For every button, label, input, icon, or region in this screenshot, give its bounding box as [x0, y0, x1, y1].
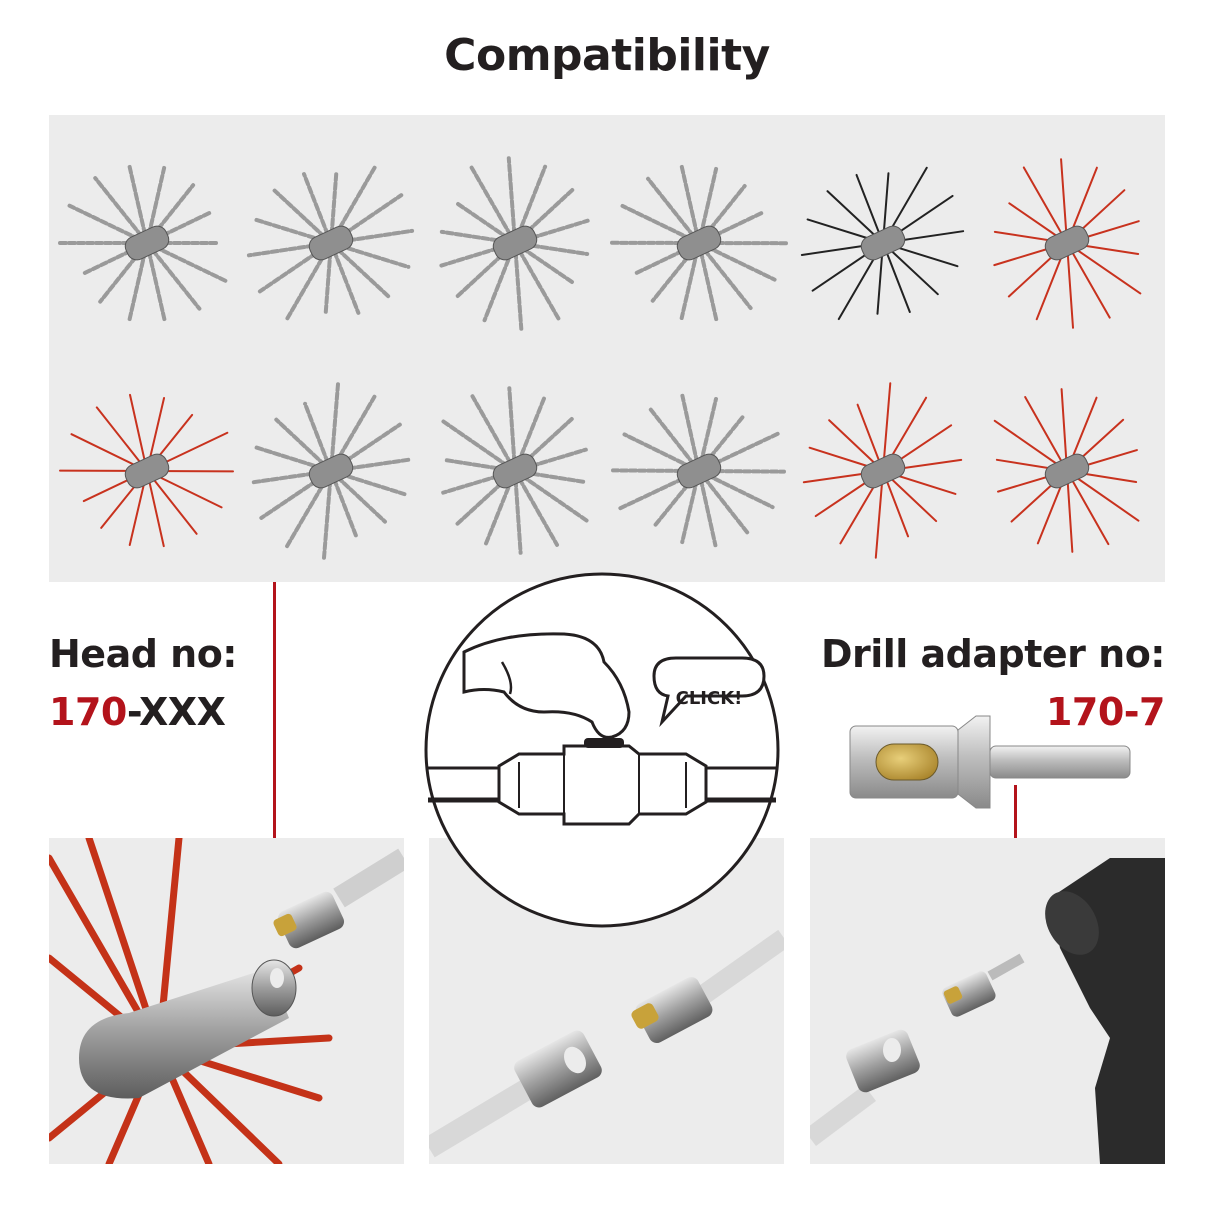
product-gallery [49, 115, 1165, 582]
head-number: 170-XXX [49, 690, 226, 734]
gallery-item-red-rod-brush [793, 353, 973, 578]
drill-connection-photo [810, 838, 1165, 1164]
gallery-item-red-loop-ball [977, 353, 1157, 578]
gallery-item-wire-loop-head [609, 125, 789, 350]
head-label: Head no: [49, 632, 238, 676]
page-title: Compatibility [444, 30, 770, 81]
gallery-item-chain-rod-head [57, 125, 237, 350]
gallery-item-steel-wire-brush [241, 353, 421, 578]
gallery-item-four-chain-head-2 [609, 353, 789, 578]
click-illustration: CLICK! [424, 572, 780, 928]
gallery-item-four-chain-head [425, 125, 605, 350]
adapter-label: Drill adapter no: [820, 632, 1166, 676]
drill-adapter-image [848, 712, 1138, 812]
head-connection-photo [49, 838, 404, 1164]
head-divider-line [273, 582, 276, 838]
gallery-item-red-nylon-brush [977, 125, 1157, 350]
adapter-divider-line [1014, 785, 1017, 838]
gallery-item-red-star-brush [57, 353, 237, 578]
gallery-item-black-nylon-brush [793, 125, 973, 350]
head-number-prefix: 170 [49, 690, 127, 734]
gallery-item-three-chain-head [241, 125, 421, 350]
adapter-number: 170-7 [1045, 690, 1166, 734]
gallery-item-three-chain-head-2 [425, 353, 605, 578]
head-number-suffix: -XXX [126, 690, 226, 734]
click-callout-text: CLICK! [675, 688, 743, 709]
